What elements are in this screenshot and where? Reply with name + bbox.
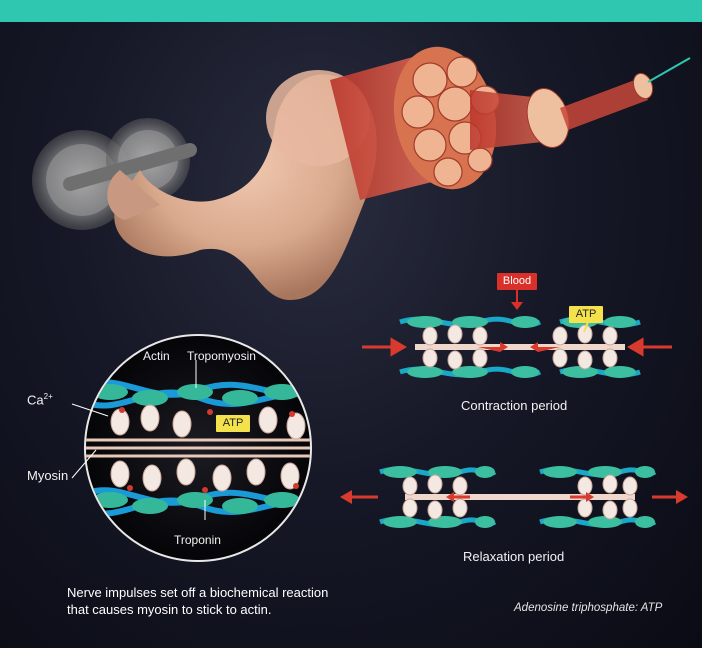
contraction-filament xyxy=(362,290,672,378)
blood-tag: Blood xyxy=(497,273,537,290)
caption-line-1: Nerve impulses set off a biochemical rea… xyxy=(67,584,328,601)
atp-footnote: Adenosine triphosphate: ATP xyxy=(514,602,662,614)
sarcomere-zoom-circle xyxy=(72,335,320,561)
actin-label: Actin xyxy=(143,349,170,363)
caption: Nerve impulses set off a biochemical rea… xyxy=(67,584,328,618)
atp-tag-contraction: ATP xyxy=(569,306,603,323)
troponin-label: Troponin xyxy=(174,533,221,547)
muscle-bundle xyxy=(330,37,690,200)
caption-line-2: that causes myosin to stick to actin. xyxy=(67,601,328,618)
myosin-label: Myosin xyxy=(27,468,68,483)
relaxation-filament xyxy=(340,466,688,528)
tropomyosin-label: Tropomyosin xyxy=(187,349,256,363)
atp-tag-zoom: ATP xyxy=(216,415,250,432)
contraction-period-label: Contraction period xyxy=(461,398,567,413)
calcium-label: Ca2+ xyxy=(27,392,53,407)
relaxation-period-label: Relaxation period xyxy=(463,549,564,564)
